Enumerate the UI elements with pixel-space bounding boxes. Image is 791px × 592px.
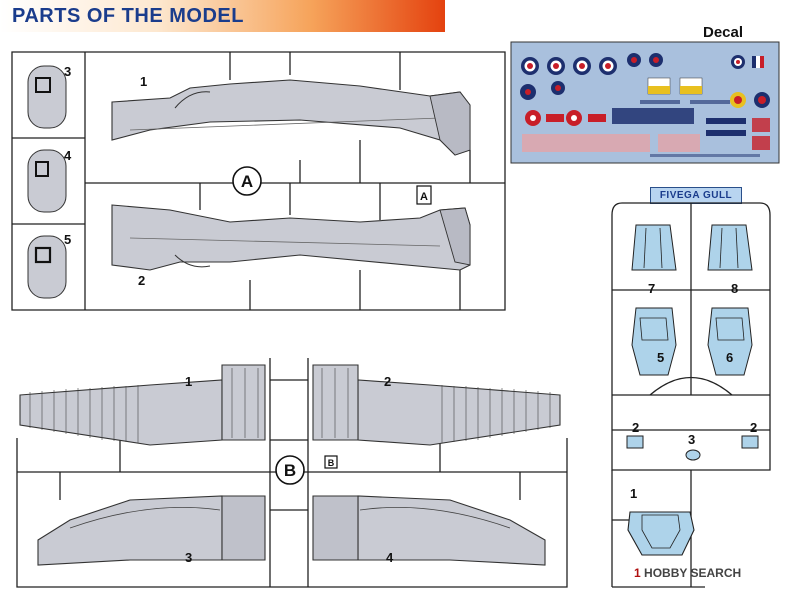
sprue-a-gate-tag: A [420,191,428,203]
roundels-top [521,53,764,75]
watermark-text: HOBBY SEARCH [644,566,742,580]
clear-sprue [611,202,771,588]
section-header: PARTS OF THE MODEL [0,0,445,32]
wing-lower-4 [312,495,546,566]
decal-title: Decal [703,24,744,41]
clear-small-parts [626,435,759,461]
sprue-b-tag: B [284,461,296,480]
roundels-mid [520,81,606,126]
sprue-b-part-3: 3 [185,550,192,565]
clear-part-label-3: 3 [688,432,695,447]
clear-part-label-7: 7 [648,281,655,296]
sprue-b-tag-circle [275,455,305,485]
clear-part-1-canopy [627,511,695,556]
sprue-b-part-2: 2 [384,374,391,389]
sprue-a-part-3: 3 [64,64,71,79]
watermark-logo-icon: 1 [634,566,641,580]
sprue-a [11,51,506,311]
fuselage-half-1 [111,79,471,156]
small-parts-3-4-5 [27,65,67,299]
sprue-a-part-1: 1 [140,74,147,89]
fuselage-half-2 [111,204,471,271]
flag-decals [647,77,770,108]
registration-lettering [522,100,770,157]
sprue-a-part-4: 4 [64,148,72,163]
clear-part-6 [707,307,753,376]
wing-lower-3 [37,495,266,566]
clear-part-8 [707,224,753,271]
clear-part-label-1: 1 [630,486,637,501]
sprue-a-tag-circle [232,166,262,196]
wing-upper-1 [19,364,266,446]
sprue-b-part-1: 1 [185,374,192,389]
decal-sheet [510,41,780,164]
page-title: PARTS OF THE MODEL [12,5,244,27]
sprue-a-tag: A [241,172,253,191]
sprue-a-part-2: 2 [138,273,145,288]
clear-part-label-8: 8 [731,281,738,296]
clear-part-7 [631,224,677,271]
sprue-b-part-4: 4 [386,550,394,565]
clear-part-label-6: 6 [726,350,733,365]
clear-part-label-2a: 2 [632,420,639,435]
sprue-a-gate-box [416,185,432,205]
sprue-a-part-5: 5 [64,232,71,247]
clear-part-label-5: 5 [657,350,664,365]
clear-part-label-2b: 2 [750,420,757,435]
sprue-b-gate-tag: B [328,458,335,468]
sprue-b-gate-box [324,455,338,469]
clear-part-5 [631,307,677,376]
watermark: 1 HOBBY SEARCH [634,566,741,580]
wing-upper-2 [312,364,561,446]
